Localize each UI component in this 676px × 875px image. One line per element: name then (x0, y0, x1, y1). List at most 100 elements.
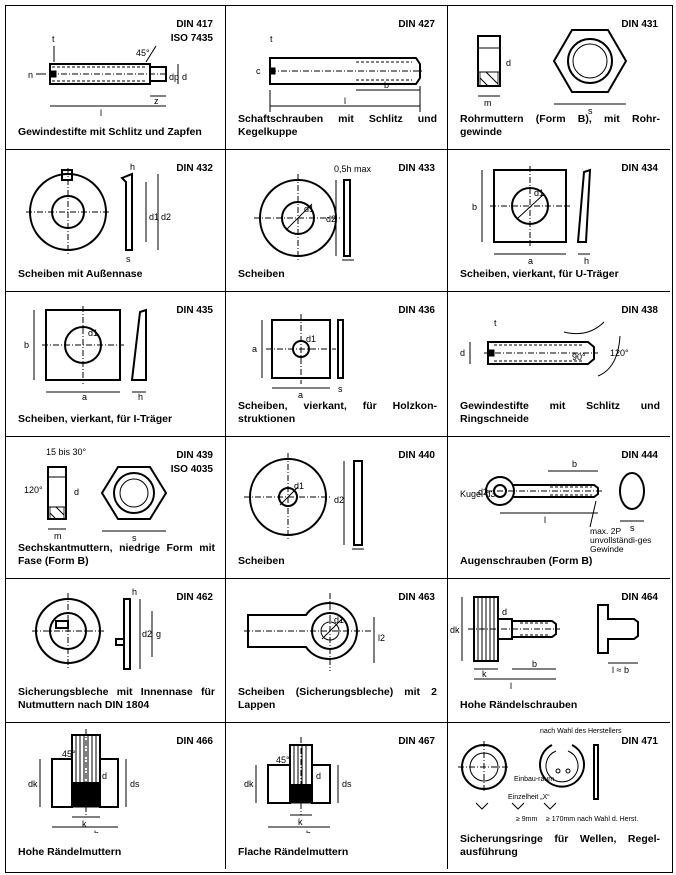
cell-din-440: DIN 440 d1 d2 h Scheiben (226, 437, 448, 579)
dim-d1: d1 (534, 188, 544, 198)
dim-h: h (346, 264, 351, 265)
dim-b: b (24, 340, 29, 350)
standard-number: DIN 427 (398, 19, 435, 30)
dim-b: b (384, 80, 389, 90)
dim-a-horizontal: a (298, 390, 303, 400)
caption: Augenschrauben (Form B) (460, 555, 593, 567)
cell-din-435: DIN 435 d1 b a h Scheiben, vierkant, für… (6, 292, 226, 437)
dim-dk: dk (450, 625, 460, 635)
lock-washer-two-tabs-drawing: d1 l2 (244, 593, 385, 671)
cell-din-462: DIN 462 h d2 g Sicherungsbleche mit Inne… (6, 579, 226, 723)
dim-s: s (630, 523, 635, 533)
cell-din-427: DIN 427 t c b l Schaftschrauben mit Schl… (226, 6, 448, 150)
dim-b: b (572, 459, 577, 469)
caption: Scheiben (238, 268, 285, 280)
caption: Scheiben mit Außennase (18, 268, 143, 280)
square-washer-u-beam-drawing: d1 b a h (472, 166, 592, 265)
dim-d: d (102, 771, 107, 781)
cell-din-444: DIN 444 Kugel d3 d2 b l s max. 2P unvoll… (448, 437, 670, 579)
caption: Sicherungsringe für Wellen, Regel-ausfüh… (460, 833, 660, 858)
pipe-nut-drawing: d m s (477, 29, 628, 116)
eye-bolt-drawing: Kugel d3 d2 b l s max. 2P unvollständi-g… (460, 459, 652, 554)
standard-number: DIN 432 (176, 163, 213, 174)
standard-number: DIN 440 (398, 450, 435, 461)
dim-d: d (74, 487, 79, 497)
dim-t: t (270, 34, 273, 44)
dim-t: t (52, 34, 55, 44)
dim-d1: d1 (149, 212, 159, 222)
dim-d2: d2 (161, 212, 171, 222)
installation-space: Einbau-raum (514, 776, 554, 783)
dim-a: a (82, 392, 87, 402)
dim-ds: ds (342, 779, 352, 789)
dim-h: h (306, 829, 311, 833)
caption: Hohe Rändelmuttern (18, 846, 122, 858)
cell-din-438: DIN 438 t d 90° 120° Gewindestifte mit S… (448, 292, 670, 437)
set-screw-with-dog-point-drawing: t n 45° d dp z l (28, 34, 187, 116)
caption: Scheiben, vierkant, für Holzkon-struktio… (238, 400, 437, 425)
dim-chamfer: 0,5h max (334, 164, 372, 174)
caption: Flache Rändelmuttern (238, 846, 349, 858)
standard-number: DIN 462 (176, 592, 213, 603)
dim-g: g (156, 629, 161, 639)
dim-d1: d1 (334, 615, 344, 625)
dim-m: m (54, 531, 62, 541)
cell-din-471: DIN 471 nach Wahl des Herstellers Einbau… (448, 723, 670, 869)
dim-b: b (532, 659, 537, 669)
caption: Sicherungsbleche mit Innennase für Nutmu… (18, 686, 215, 711)
dim-d2: d2 (478, 487, 488, 497)
dim-dp: dp (169, 72, 179, 82)
caption: Rohrmuttern (Form B), mit Rohr-gewinde (460, 113, 660, 138)
standard-number: DIN 471 (621, 736, 658, 747)
flat-knurled-nut-drawing: dk 45° d ds k h (244, 737, 352, 833)
dim-d1: d1 (294, 481, 304, 491)
caption: Scheiben, vierkant, für I-Träger (18, 413, 173, 425)
dim-s: s (132, 533, 137, 542)
dim-m: m (484, 98, 492, 108)
standard-number: DIN 433 (398, 163, 435, 174)
retaining-ring-drawing: nach Wahl des Herstellers Einbau-raum Ei… (458, 728, 638, 823)
cell-din-436: DIN 436 d1 a a s Scheiben, vierkant, für… (226, 292, 448, 437)
dim-angle: 45° (136, 48, 150, 58)
cell-din-432: DIN 432 h d1 d2 s Scheiben mit Außennase (6, 150, 226, 292)
dim-l: l (100, 108, 102, 116)
dim-l-approx-b: l ≈ b (612, 665, 629, 675)
dim-t: t (494, 318, 497, 328)
dim-d1: d1 (306, 334, 316, 344)
square-washer-timber-drawing: d1 a a s (252, 314, 344, 400)
dim-s: s (338, 384, 343, 394)
cell-din-431: DIN 431 d m s Rohrmuttern (Form B), mit … (448, 6, 670, 150)
dim-angle-120: 120° (610, 348, 629, 358)
caption: Scheiben, vierkant, für U-Träger (460, 268, 619, 280)
dim-h: h (356, 551, 361, 552)
caption: Gewindestifte mit Schlitz und Zapfen (18, 126, 202, 138)
dim-angle: 45° (276, 755, 290, 765)
thin-hex-nut-drawing: 15 bis 30° 120° d m s (24, 447, 168, 542)
dim-d2: d2 (334, 495, 344, 505)
dim-b: b (472, 202, 477, 212)
dim-d: d (502, 607, 507, 617)
dim-k: k (298, 817, 303, 827)
incomplete-thread-note: max. 2P unvollständi-ges Gewinde (590, 527, 652, 554)
dim-k: k (82, 819, 87, 829)
dim-h: h (94, 829, 99, 833)
dim-n: n (28, 70, 33, 80)
caption: Scheiben (Sicherungsbleche) mit 2 Lappen (238, 686, 437, 711)
dim-d1: d1 (304, 204, 314, 214)
tab-lock-washer-drawing: h d2 g (32, 587, 161, 670)
washer-433-drawing: 0,5h max d1 d2 h (254, 164, 372, 265)
dim-ds: ds (130, 779, 140, 789)
cell-din-467: DIN 467 dk 45° d ds k h Flache Rändelmut… (226, 723, 448, 869)
standard-number: DIN 436 (398, 305, 435, 316)
dim-l2: l2 (378, 633, 385, 643)
caption: Sechskantmuttern, niedrige Form mit Fase… (18, 542, 215, 567)
cell-din-464: DIN 464 dk d k b l l ≈ b Hohe Rändelschr… (448, 579, 670, 723)
standard-number: DIN 467 (398, 736, 435, 747)
set-screw-cup-point-drawing: t d 90° 120° (460, 318, 629, 377)
dim-d: d (316, 771, 321, 781)
standard-number: DIN 464 (621, 592, 658, 603)
